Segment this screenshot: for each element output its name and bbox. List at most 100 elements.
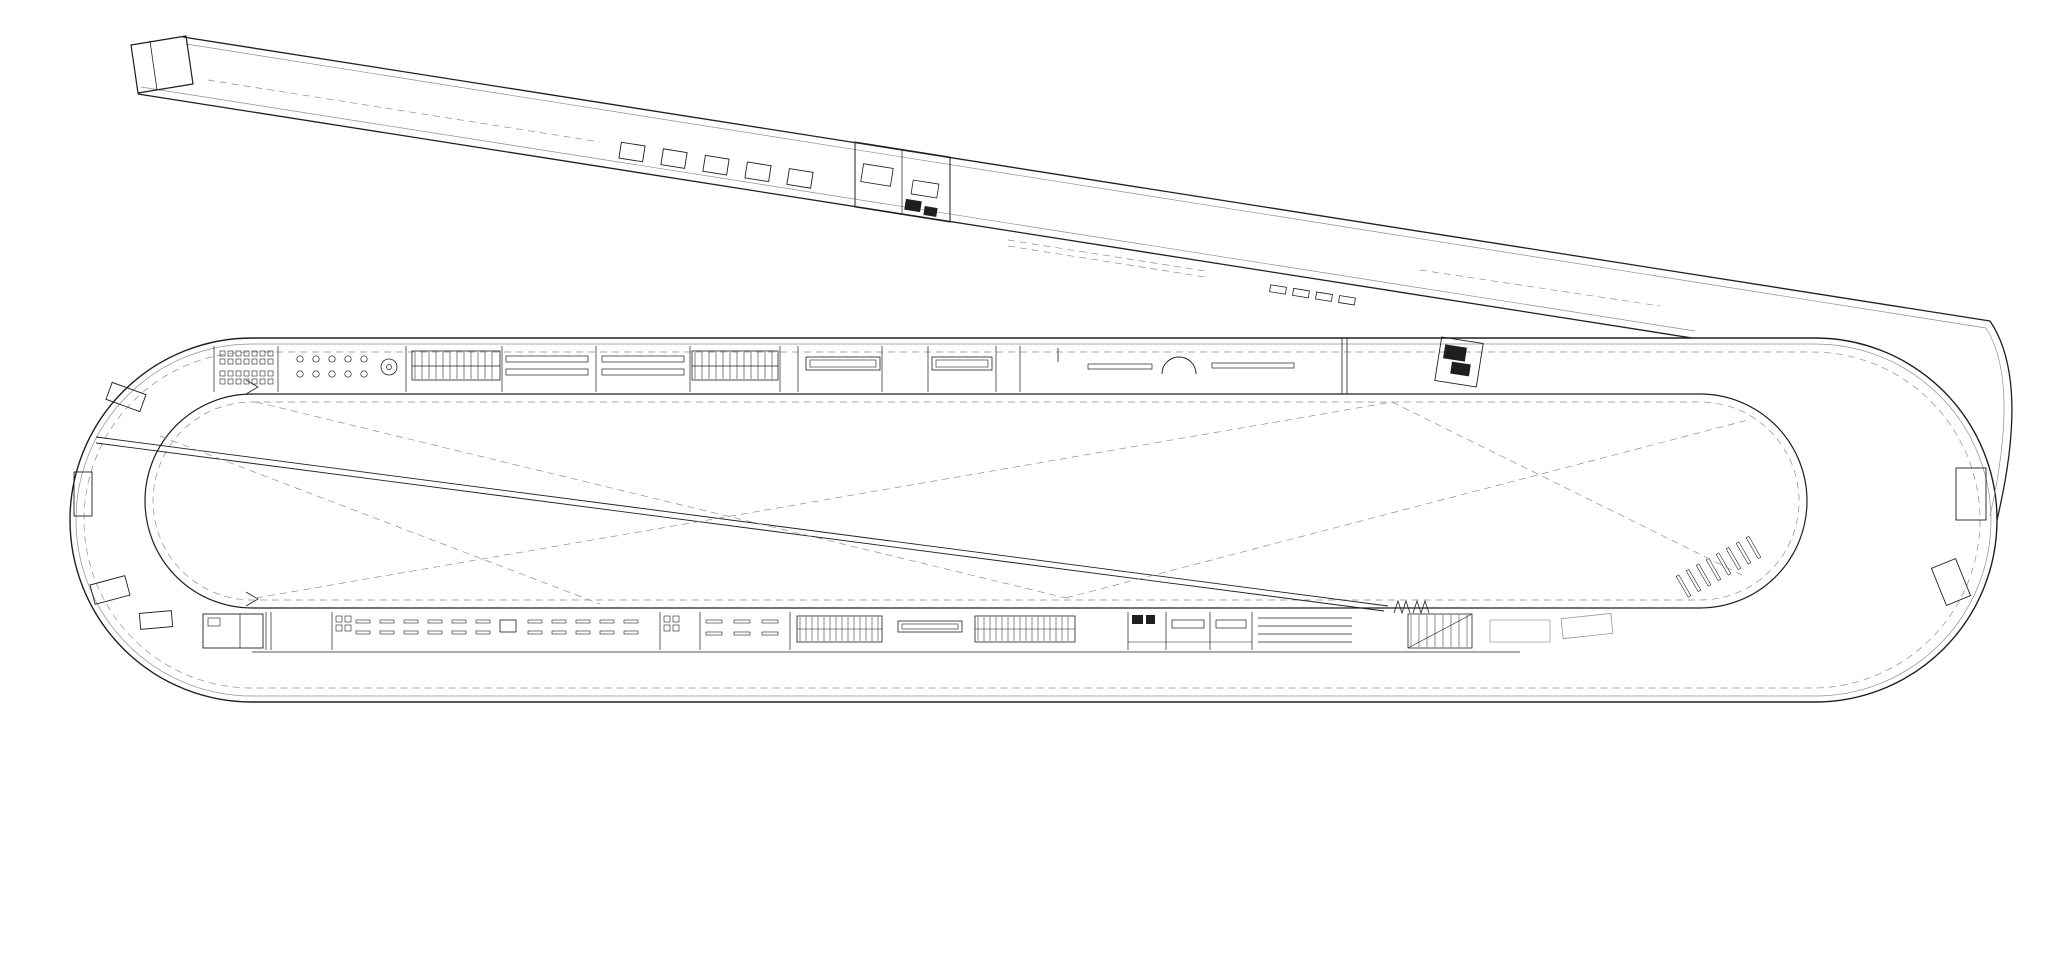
wc-stall-grid — [267, 370, 274, 377]
long-table — [601, 368, 685, 376]
wing-skylight — [618, 141, 646, 163]
stair-block — [1407, 613, 1473, 649]
canteen-table — [575, 619, 591, 624]
office-desk — [761, 631, 779, 636]
shelving-block — [691, 350, 779, 381]
wc-stall-grid — [259, 350, 266, 357]
counter-table — [897, 620, 963, 633]
lobby-counter — [1211, 362, 1295, 369]
infield-ramp-edge — [95, 442, 1385, 612]
cap-stair-treads — [1725, 546, 1742, 571]
wc-stall-grid — [235, 350, 242, 357]
office-desk — [705, 619, 723, 624]
wing-core-fill — [923, 206, 938, 217]
infield-ramp-edge — [95, 436, 1389, 607]
wc-stall-grid — [267, 350, 274, 357]
wing-core-fill — [904, 198, 922, 213]
outer-wall — [69, 337, 1998, 703]
counter-table-inner — [935, 359, 989, 368]
canteen-table — [427, 630, 443, 635]
seating-cluster — [328, 370, 336, 378]
canteen-table — [475, 619, 491, 624]
canteen-table — [575, 630, 591, 635]
wing-end-block — [130, 35, 194, 94]
canteen-table — [451, 630, 467, 635]
kitchen-grid — [672, 624, 680, 632]
wing-vent — [1292, 287, 1310, 299]
long-table — [505, 368, 589, 376]
lobby-desk-arc — [1161, 356, 1197, 375]
roof-overhang-dashed — [83, 351, 1981, 689]
wc-stall-grid — [251, 358, 258, 365]
cap-room — [1930, 558, 1972, 606]
wing-tip-connector-inner — [1985, 327, 2005, 517]
direction-arrow — [245, 379, 259, 395]
wing-centerline-dashed — [207, 79, 601, 143]
canteen-table — [355, 630, 371, 635]
side-room — [1489, 619, 1551, 643]
stair-diagonal — [1407, 613, 1473, 649]
cap-room — [105, 381, 147, 413]
seating-cluster — [344, 355, 352, 363]
canteen-table — [551, 619, 567, 624]
shelving-block — [411, 350, 501, 381]
canteen-table — [475, 630, 491, 635]
service-room — [202, 613, 264, 649]
canteen-table — [599, 630, 615, 635]
wc-stall-grid — [219, 378, 226, 385]
wing-upper-inner-face — [185, 43, 1987, 329]
kitchen-grid — [672, 615, 680, 623]
wing-dashed-guide — [1007, 245, 1206, 278]
wc-stall-grid — [267, 378, 274, 385]
wc-stall-grid — [243, 370, 250, 377]
wc-stall-grid — [227, 370, 234, 377]
direction-arrow — [245, 591, 259, 607]
counter-table — [931, 356, 993, 371]
cap-stair-treads — [1685, 568, 1702, 593]
kitchen-grid — [344, 624, 352, 632]
wc-stall-grid — [243, 358, 250, 365]
canteen-table — [623, 630, 639, 635]
canteen-table — [355, 619, 371, 624]
infield-dashed-axis — [255, 401, 1393, 599]
courtyard-dashed — [152, 401, 1800, 601]
kitchen-grid — [344, 615, 352, 623]
seating-cluster — [312, 370, 320, 378]
entrance-core-fill — [1443, 344, 1467, 362]
counter-table-inner — [901, 623, 959, 630]
cap-stair-treads — [1715, 552, 1732, 576]
office-desk — [761, 619, 779, 624]
cap-room — [1955, 467, 1987, 521]
reception-desk-circle — [380, 358, 398, 376]
wing-vent — [1269, 284, 1287, 295]
canteen-table — [599, 619, 615, 624]
wc-stall-grid — [235, 358, 242, 365]
entrance-core-outline — [1434, 336, 1484, 388]
service-fixture — [207, 617, 221, 627]
wc-stall-grid — [259, 378, 266, 385]
wing-tip-connector — [1989, 320, 2013, 521]
long-table — [505, 355, 589, 363]
wing-bridge-room — [860, 163, 894, 187]
canteen-table — [403, 619, 419, 624]
office-desk — [705, 631, 723, 636]
seating-cluster — [296, 355, 304, 363]
wing-vent — [1338, 295, 1356, 306]
office-desk — [733, 619, 751, 624]
canteen-table — [451, 619, 467, 624]
kitchen-grid — [335, 615, 343, 623]
cap-stair-treads — [1675, 574, 1692, 598]
storage-shelf — [1215, 619, 1247, 629]
wc-stall-grid — [251, 378, 258, 385]
seating-cluster — [296, 370, 304, 378]
wc-stall-grid — [259, 370, 266, 377]
canteen-table — [551, 630, 567, 635]
kitchen-grid — [335, 624, 343, 632]
counter-table — [805, 356, 881, 371]
side-room — [1560, 613, 1614, 639]
counter-table-inner — [809, 359, 877, 368]
canteen-table — [623, 619, 639, 624]
canteen-island — [499, 619, 517, 633]
seating-cluster — [344, 370, 352, 378]
wc-stall-grid — [251, 370, 258, 377]
